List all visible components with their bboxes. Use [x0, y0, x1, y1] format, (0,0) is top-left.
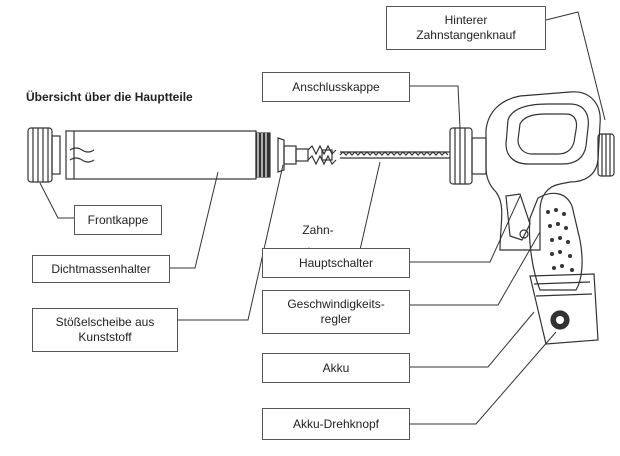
label-dichtmassenhalter: Dichtmassenhalter: [32, 255, 170, 283]
label-zahnstangenknauf: Hinterer Zahnstangenknauf: [386, 6, 546, 50]
front-cap-part: [27, 127, 61, 183]
label-anschlusskappe: Anschlusskappe: [262, 72, 410, 102]
label-akku-drehknopf: Akku-Drehknopf: [262, 408, 410, 440]
diagram-title: Übersicht über die Hauptteile: [26, 90, 193, 104]
label-geschwindigkeitsregler: Geschwindigkeits- regler: [262, 290, 410, 334]
label-stoesselscheibe: Stößelscheibe aus Kunststoff: [32, 308, 178, 352]
label-hauptschalter: Hauptschalter: [262, 248, 410, 278]
plunger-and-rack-part: [277, 137, 450, 173]
battery-pack-part: [529, 273, 599, 345]
connection-cap-part: [449, 127, 487, 185]
cartridge-tube-part: [65, 130, 271, 180]
label-frontkappe: Frontkappe: [74, 205, 162, 235]
gun-body-part: [485, 91, 601, 291]
rear-knob-part: [597, 133, 615, 177]
label-zahnstange-line1: Zahn-: [302, 223, 334, 237]
label-akku: Akku: [262, 353, 410, 383]
